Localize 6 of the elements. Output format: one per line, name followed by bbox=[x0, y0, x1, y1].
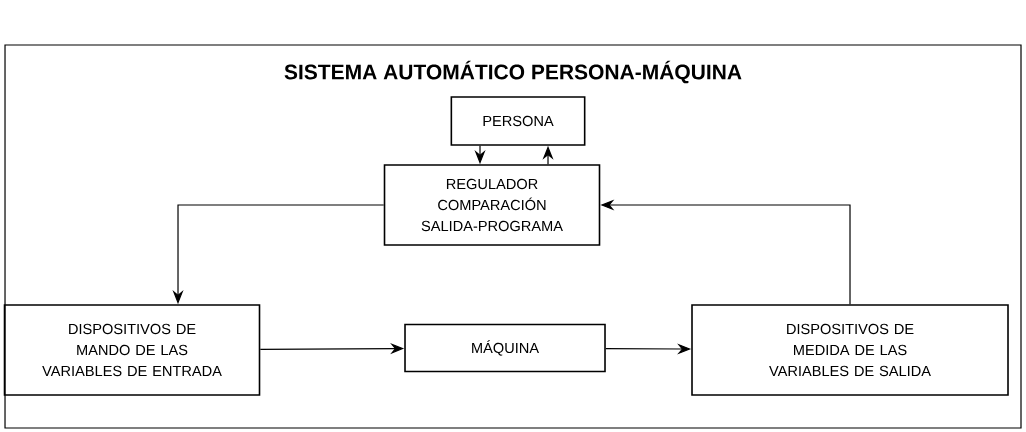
process-box: DISPOSITIVOS DE MEDIDA DE LAS VARIABLES DE SALIDA bbox=[691, 304, 1009, 396]
process-box: DISPOSITIVOS DE MANDO DE LAS VARIABLES DE ENTRADA bbox=[3, 304, 261, 396]
process-box: REGULADOR COMPARACIÓN SALIDA-PROGRAMA bbox=[383, 164, 601, 246]
title: SISTEMA AUTOMÁTICO PERSONA-MÁQUINA bbox=[284, 60, 742, 84]
process-box: PERSONA bbox=[450, 96, 586, 146]
process-box: MÁQUINA bbox=[404, 323, 606, 373]
